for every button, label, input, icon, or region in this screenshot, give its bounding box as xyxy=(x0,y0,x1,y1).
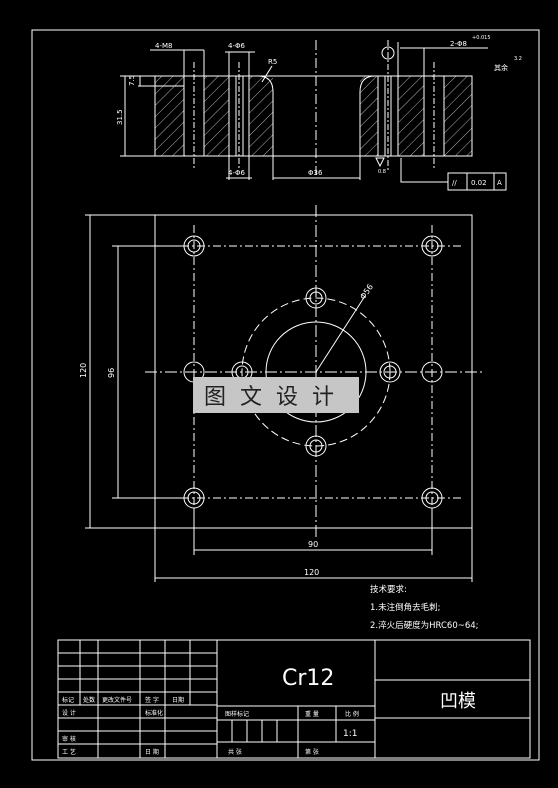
label-mark: 标记 xyxy=(62,696,74,704)
label-weight: 重 量 xyxy=(305,710,319,718)
label-ratio: 比 例 xyxy=(345,710,359,718)
tolerance-datum: A xyxy=(497,179,502,187)
label-change-doc: 更改文件号 xyxy=(102,696,132,704)
dim-96: 96 xyxy=(107,368,116,378)
tolerance-value: 0.02 xyxy=(471,179,487,187)
dim-90: 90 xyxy=(308,540,318,549)
tolerance-symbol: // xyxy=(452,179,457,187)
material: Cr12 xyxy=(282,666,334,691)
label-process: 工 艺 xyxy=(62,748,76,756)
label-date: 日期 xyxy=(172,696,184,704)
tech-requirements: 技术要求: 1.未注倒角去毛刺; 2.淬火后硬度为HRC60~64; xyxy=(370,584,479,631)
plan-dimension-labels: 90 120 120 96 Φ56 xyxy=(79,282,375,577)
tech-item-1: 1.未注倒角去毛刺; xyxy=(370,602,440,613)
dim-4-m8: 4-M8 xyxy=(155,42,172,50)
label-standardization: 标准化 xyxy=(145,709,163,717)
label-design: 设 计 xyxy=(62,709,76,717)
roughness-left-value: 0.8 xyxy=(378,169,386,175)
dim-4-phi6-bottom: 4-Φ6 xyxy=(228,169,245,177)
outer-frame xyxy=(31,29,540,761)
label-sign: 签 字 xyxy=(145,696,159,704)
tech-title: 技术要求: xyxy=(370,584,407,595)
scale-value: 1:1 xyxy=(343,729,357,739)
roughness-value: 3.2 xyxy=(514,56,522,62)
tech-item-2: 2.淬火后硬度为HRC60~64; xyxy=(370,620,479,631)
label-stage-mark: 图样标记 xyxy=(225,710,249,718)
title-block-labels: 标记 处数 更改文件号 签 字 日期 设 计 标准化 审 核 工 艺 日 期 图… xyxy=(62,696,359,756)
roughness-note: 其余 xyxy=(494,63,508,72)
dim-r5: R5 xyxy=(268,58,277,66)
dim-height-small: 7.5 xyxy=(128,75,136,86)
dim-bore: Φ36 xyxy=(308,169,323,177)
label-sheet-no: 第 张 xyxy=(305,748,319,756)
plan-view xyxy=(85,205,485,582)
dim-120-bottom: 120 xyxy=(304,568,319,577)
dim-2-phi8: 2-Φ8 xyxy=(450,40,467,48)
dim-4-phi6-top: 4-Φ6 xyxy=(228,42,245,50)
title-block xyxy=(57,639,531,759)
dim-2-phi8-tol: +0.015 xyxy=(472,35,491,41)
section-view xyxy=(120,40,507,191)
part-name: 凹模 xyxy=(440,691,476,712)
label-sheets: 共 张 xyxy=(228,748,242,756)
section-dimension-labels: 4-M8 4-Φ6 R5 2-Φ8 +0.015 其余 3.2 7.5 31.5… xyxy=(116,35,522,187)
dim-120-left: 120 xyxy=(79,363,88,378)
dim-phi56: Φ56 xyxy=(358,282,375,301)
label-count: 处数 xyxy=(83,696,95,704)
watermark: 图文设计 xyxy=(193,377,359,413)
label-review: 审 核 xyxy=(62,735,76,743)
dim-height-total: 31.5 xyxy=(116,109,124,125)
label-date2: 日 期 xyxy=(145,748,159,756)
